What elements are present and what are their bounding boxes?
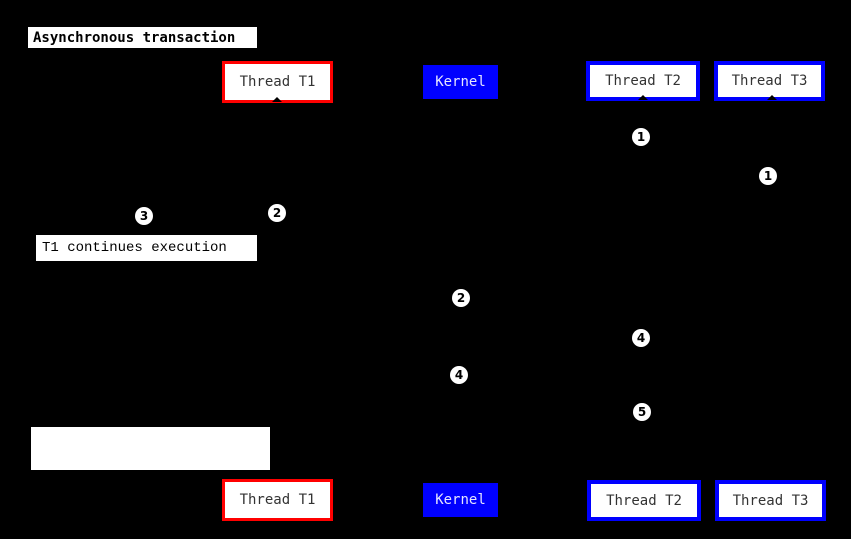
participant-kernel-top: Kernel — [423, 65, 498, 99]
participant-thread-t3-bottom: Thread T3 — [715, 480, 826, 521]
sequence-marker-1: 1 — [632, 128, 650, 146]
sequence-marker-1b: 1 — [759, 167, 777, 185]
participant-thread-t1-top: Thread T1 — [222, 61, 333, 103]
diagram-title: Asynchronous transaction — [28, 27, 257, 48]
sequence-marker-2: 2 — [268, 204, 286, 222]
lifeline-arrowhead-icon — [638, 95, 648, 100]
lifeline-arrowhead-icon — [768, 476, 778, 482]
sequence-marker-3: 3 — [135, 207, 153, 225]
note-t1-continues-execution: T1 continues execution — [36, 235, 257, 261]
participant-thread-t3-top: Thread T3 — [714, 61, 825, 101]
participant-thread-t2-bottom: Thread T2 — [587, 480, 701, 521]
sequence-marker-2b: 2 — [452, 289, 470, 307]
sequence-marker-5: 5 — [633, 403, 651, 421]
lifeline-arrowhead-icon — [767, 95, 777, 100]
lifeline-arrowhead-icon — [639, 476, 649, 482]
participant-thread-t1-bottom: Thread T1 — [222, 479, 333, 521]
blank-note-box — [31, 427, 270, 470]
sequence-marker-4: 4 — [632, 329, 650, 347]
sequence-marker-4b: 4 — [450, 366, 468, 384]
lifeline-arrowhead-icon — [272, 97, 282, 102]
participant-kernel-bottom: Kernel — [423, 483, 498, 517]
